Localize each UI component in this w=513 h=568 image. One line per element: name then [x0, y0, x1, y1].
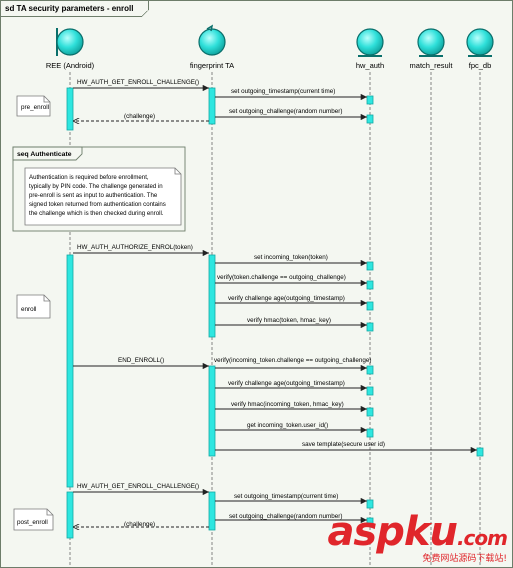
message-label: verify hmac(token, hmac_key): [247, 317, 331, 324]
watermark-sub: 免费网站源码下载站!: [422, 554, 507, 564]
note-enroll: enroll: [16, 294, 51, 319]
activation-ta-4: [208, 491, 216, 531]
activation-ta-3: [208, 365, 216, 457]
participant-match-head: [417, 28, 445, 57]
activation-ree-3: [66, 491, 74, 539]
activation-hw-8: [366, 386, 374, 396]
note-authenticate: [24, 167, 182, 226]
message-label: HW_AUTH_GET_ENROLL_CHALLENGE(): [77, 483, 199, 490]
message-label: verify(incoming_token.challenge == outgo…: [214, 357, 372, 364]
note-post-enroll: post_enroll: [13, 508, 54, 531]
note-authenticate-line: typically by PIN code. The challenge gen…: [29, 183, 163, 190]
message-label: verify challenge age(outgoing_timestamp): [228, 295, 345, 302]
message-label: set outgoing_challenge(random number): [229, 108, 342, 115]
note-pre-enroll-text: pre_enroll: [21, 104, 49, 111]
activation-hw-11: [366, 499, 374, 509]
activation-ree-1: [66, 87, 74, 131]
activation-hw-4: [366, 280, 374, 290]
message-label: HW_AUTH_GET_ENROLL_CHALLENGE(): [77, 79, 199, 86]
activation-hw-5: [366, 301, 374, 311]
activation-hw-3: [366, 261, 374, 271]
activation-hw-12: [366, 517, 374, 527]
message-label: verify(token.challenge == outgoing_chall…: [217, 274, 346, 281]
activation-hw-7: [366, 365, 374, 375]
note-authenticate-line: signed token returned from authenticatio…: [29, 201, 166, 208]
message-label: set outgoing_challenge(random number): [229, 513, 342, 520]
message-label: END_ENROLL(): [118, 357, 164, 364]
participant-fpc-head: [466, 28, 494, 57]
message-label: get incoming_token.user_id(): [247, 422, 328, 429]
message-label: HW_AUTH_AUTHORIZE_ENROL(token): [77, 244, 193, 251]
note-post-enroll-text: post_enroll: [17, 519, 48, 526]
fragment-authenticate: seq Authenticate Authentication is requi…: [12, 146, 186, 232]
note-enroll-text: enroll: [21, 306, 36, 313]
participant-hw-label: hw_auth: [356, 61, 384, 70]
activation-hw-6: [366, 322, 374, 332]
participant-fpc-label: fpc_db: [469, 61, 492, 70]
frame-title: sd TA security parameters - enroll: [1, 1, 149, 17]
participant-ree-head: [56, 28, 84, 56]
activation-fpc-1: [476, 447, 484, 457]
message-label: (challenge): [124, 521, 155, 528]
watermark-dotcom: .com: [456, 526, 508, 550]
activation-hw-2: [366, 114, 374, 124]
message-label: set outgoing_timestamp(current time): [234, 493, 338, 500]
note-authenticate-line: Authentication is required before enroll…: [29, 174, 149, 181]
fragment-title: seq Authenticate: [17, 151, 72, 158]
message-label: set incoming_token(token): [254, 254, 328, 261]
activation-ta-2: [208, 254, 216, 338]
note-pre-enroll: pre_enroll: [16, 95, 51, 117]
activation-bars: [66, 87, 484, 539]
participant-ta-head: [198, 24, 226, 56]
note-authenticate-line: pre-enroll is sent as input to authentic…: [29, 192, 158, 199]
message-label: (challenge): [124, 113, 155, 120]
participant-ree-label: REE (Android): [46, 61, 95, 70]
watermark-main: aspku: [327, 509, 458, 555]
activation-hw-1: [366, 95, 374, 105]
participant-match-label: match_result: [410, 61, 454, 70]
activation-hw-9: [366, 407, 374, 417]
message-label: verify challenge age(outgoing_timestamp): [228, 380, 345, 387]
message-label: verify hmac(incoming_token, hmac_key): [231, 401, 344, 408]
activation-ta-1: [208, 87, 216, 125]
participant-ta-label: fingerprint TA: [190, 61, 234, 70]
messages: [73, 84, 477, 527]
watermark: aspku.com 免费网站源码下载站!: [327, 509, 508, 564]
activation-ree-2: [66, 254, 74, 488]
message-label: save template(secure user id): [302, 441, 385, 448]
participant-hw-head: [356, 28, 384, 57]
activation-hw-10: [366, 428, 374, 438]
message-label: set outgoing_timestamp(current time): [231, 88, 335, 95]
note-authenticate-line: the challenge which is then checked duri…: [29, 210, 164, 217]
